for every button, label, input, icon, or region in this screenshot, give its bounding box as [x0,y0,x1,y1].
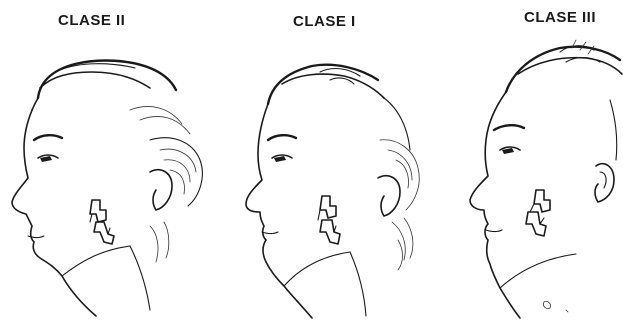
molar-occlusion-diagram-clase-iii [526,190,550,236]
panel-label-clase-i: CLASE I [293,13,356,30]
profile-drawing-clase-i [246,65,419,318]
molar-occlusion-diagram-clase-i [318,196,340,244]
profile-drawing-clase-ii [12,61,202,316]
molar-occlusion-diagram-clase-ii [90,200,114,244]
profile-drawing-clase-iii [470,40,622,318]
panel-label-clase-ii: CLASE II [58,12,125,29]
panel-label-clase-iii: CLASE III [524,9,596,26]
